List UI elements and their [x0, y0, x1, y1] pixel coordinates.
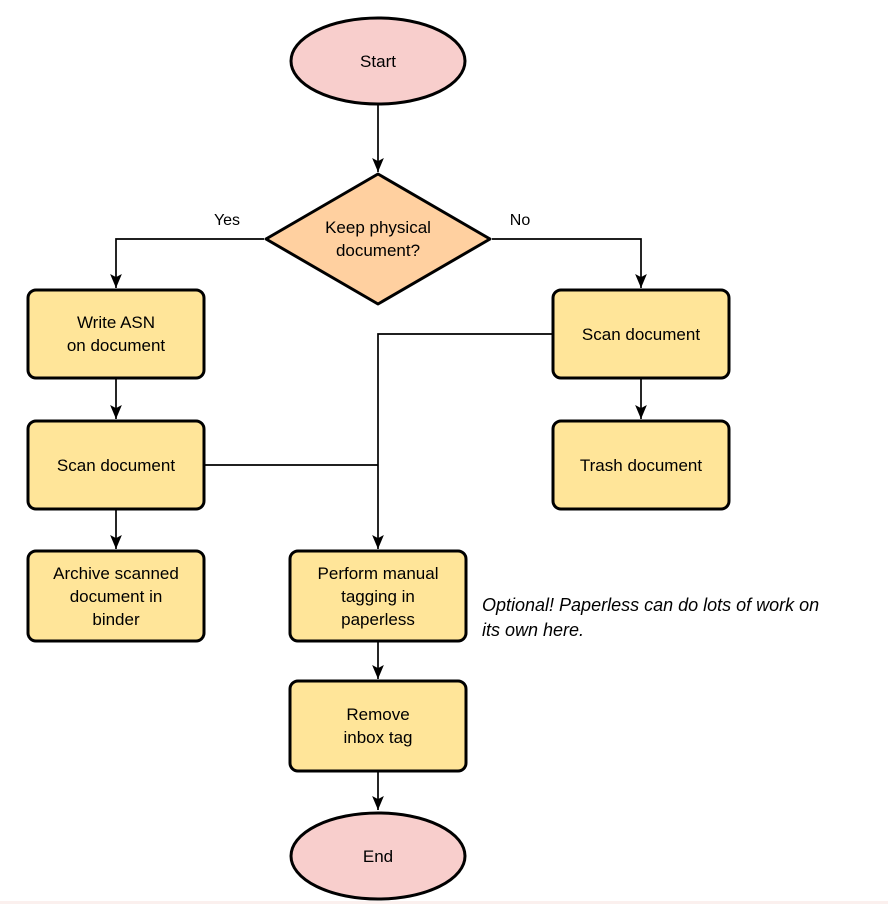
bottom-edge-strip — [0, 901, 888, 904]
edge-decision-no-to-scan-right — [492, 238, 647, 288]
decision-diamond-shape — [264, 172, 492, 306]
start-terminator-shape — [289, 16, 467, 106]
process-tagging-shape — [288, 549, 468, 643]
process-scan-right-shape — [551, 288, 731, 380]
process-trash-shape — [551, 419, 731, 511]
edge-scan-right-to-tagging — [372, 333, 553, 549]
process-write-asn-shape — [26, 288, 206, 380]
process-archive-shape — [26, 549, 206, 643]
edge-decision-yes-to-write-asn — [110, 238, 264, 288]
process-scan-left-shape — [26, 419, 206, 511]
optional-annotation-text: Optional! Paperless can do lots of work … — [482, 595, 820, 640]
process-remove-inbox-shape — [288, 679, 468, 773]
end-terminator-shape — [289, 811, 467, 901]
